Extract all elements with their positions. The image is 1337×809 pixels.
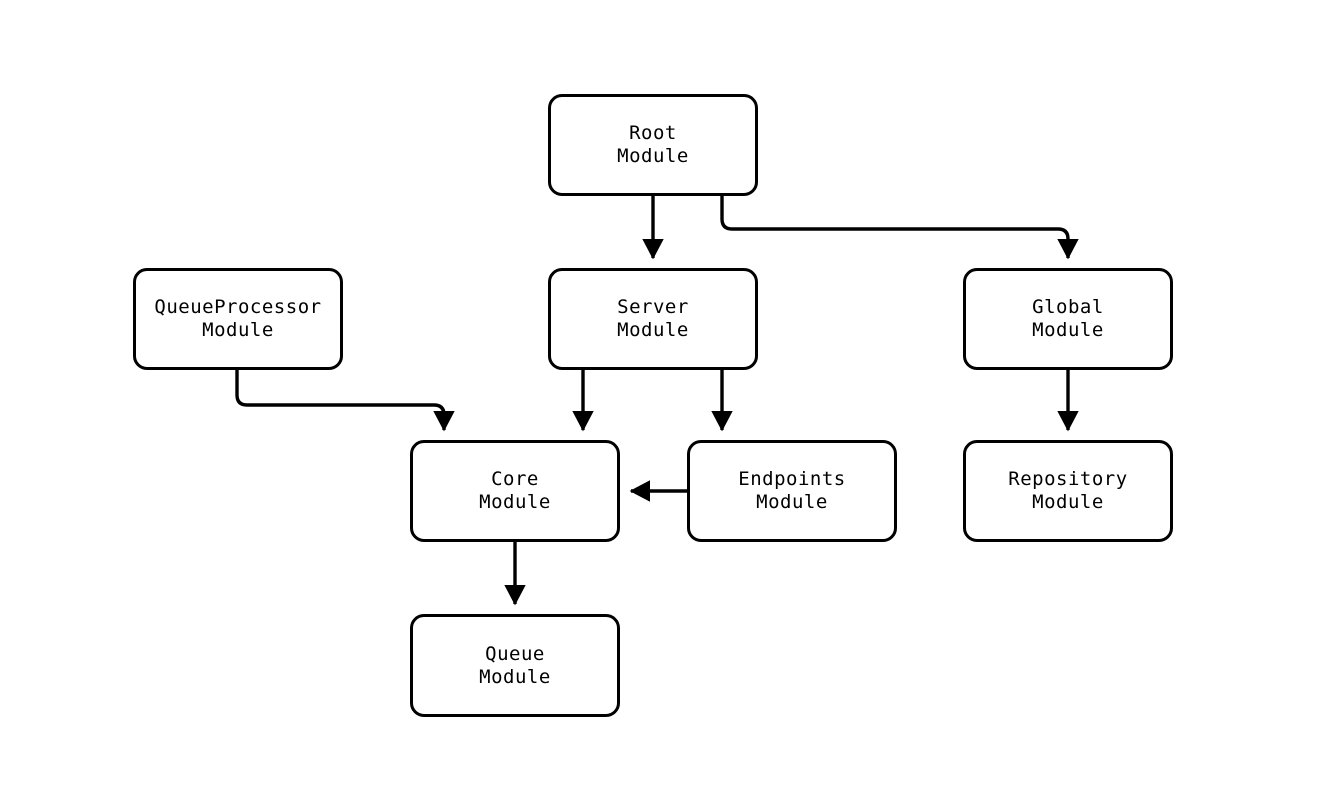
edge-queueprocessor-to-core xyxy=(235,370,455,432)
node-queue-module[interactable]: Queue Module xyxy=(410,614,620,717)
node-queueprocessor-module[interactable]: QueueProcessor Module xyxy=(133,268,343,370)
node-root-module[interactable]: Root Module xyxy=(548,94,758,196)
node-server-module[interactable]: Server Module xyxy=(548,268,758,370)
node-repository-module-label: Repository Module xyxy=(1008,468,1128,513)
node-global-module-label: Global Module xyxy=(1032,296,1104,341)
node-core-module-label: Core Module xyxy=(479,468,551,513)
edge-root-to-global xyxy=(720,196,1079,260)
node-queueprocessor-module-label: QueueProcessor Module xyxy=(154,296,322,341)
node-queue-module-label: Queue Module xyxy=(479,642,551,688)
node-global-module[interactable]: Global Module xyxy=(963,268,1173,370)
node-repository-module[interactable]: Repository Module xyxy=(963,440,1173,542)
node-root-module-label: Root Module xyxy=(617,122,689,167)
node-endpoints-module[interactable]: Endpoints Module xyxy=(687,440,897,542)
node-core-module[interactable]: Core Module xyxy=(410,440,620,542)
node-endpoints-module-label: Endpoints Module xyxy=(738,468,846,513)
node-server-module-label: Server Module xyxy=(617,296,689,341)
